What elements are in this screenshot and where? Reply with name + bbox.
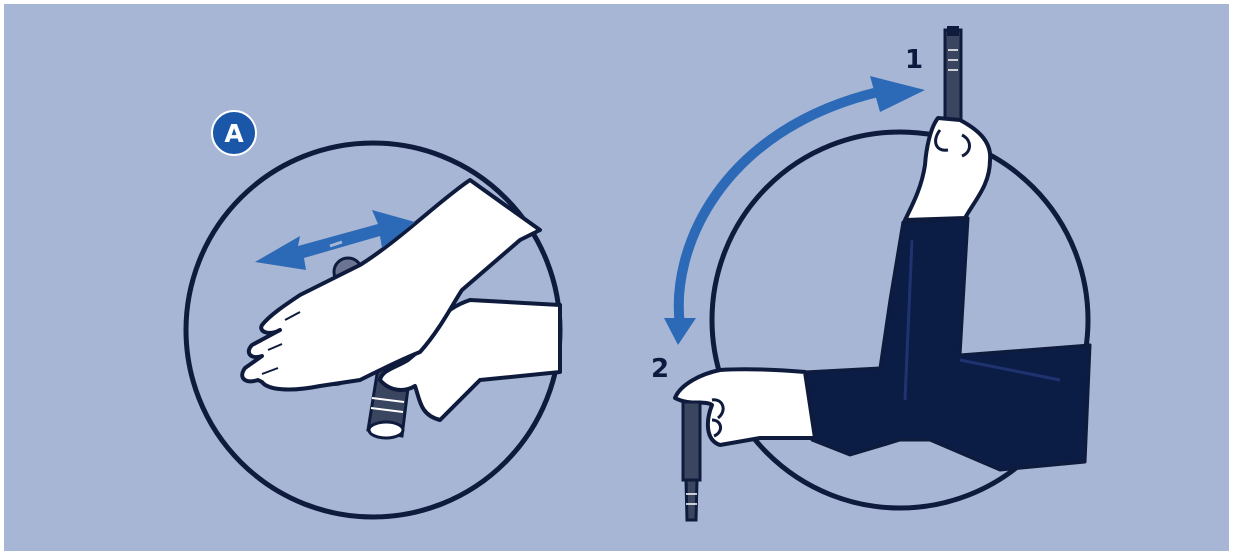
panel-background (4, 4, 1229, 551)
step-badge-a: A (212, 111, 256, 155)
badge-a-letter: A (224, 119, 244, 148)
step-number-1: 1 (905, 45, 923, 75)
step-number-2: 2 (651, 354, 669, 384)
